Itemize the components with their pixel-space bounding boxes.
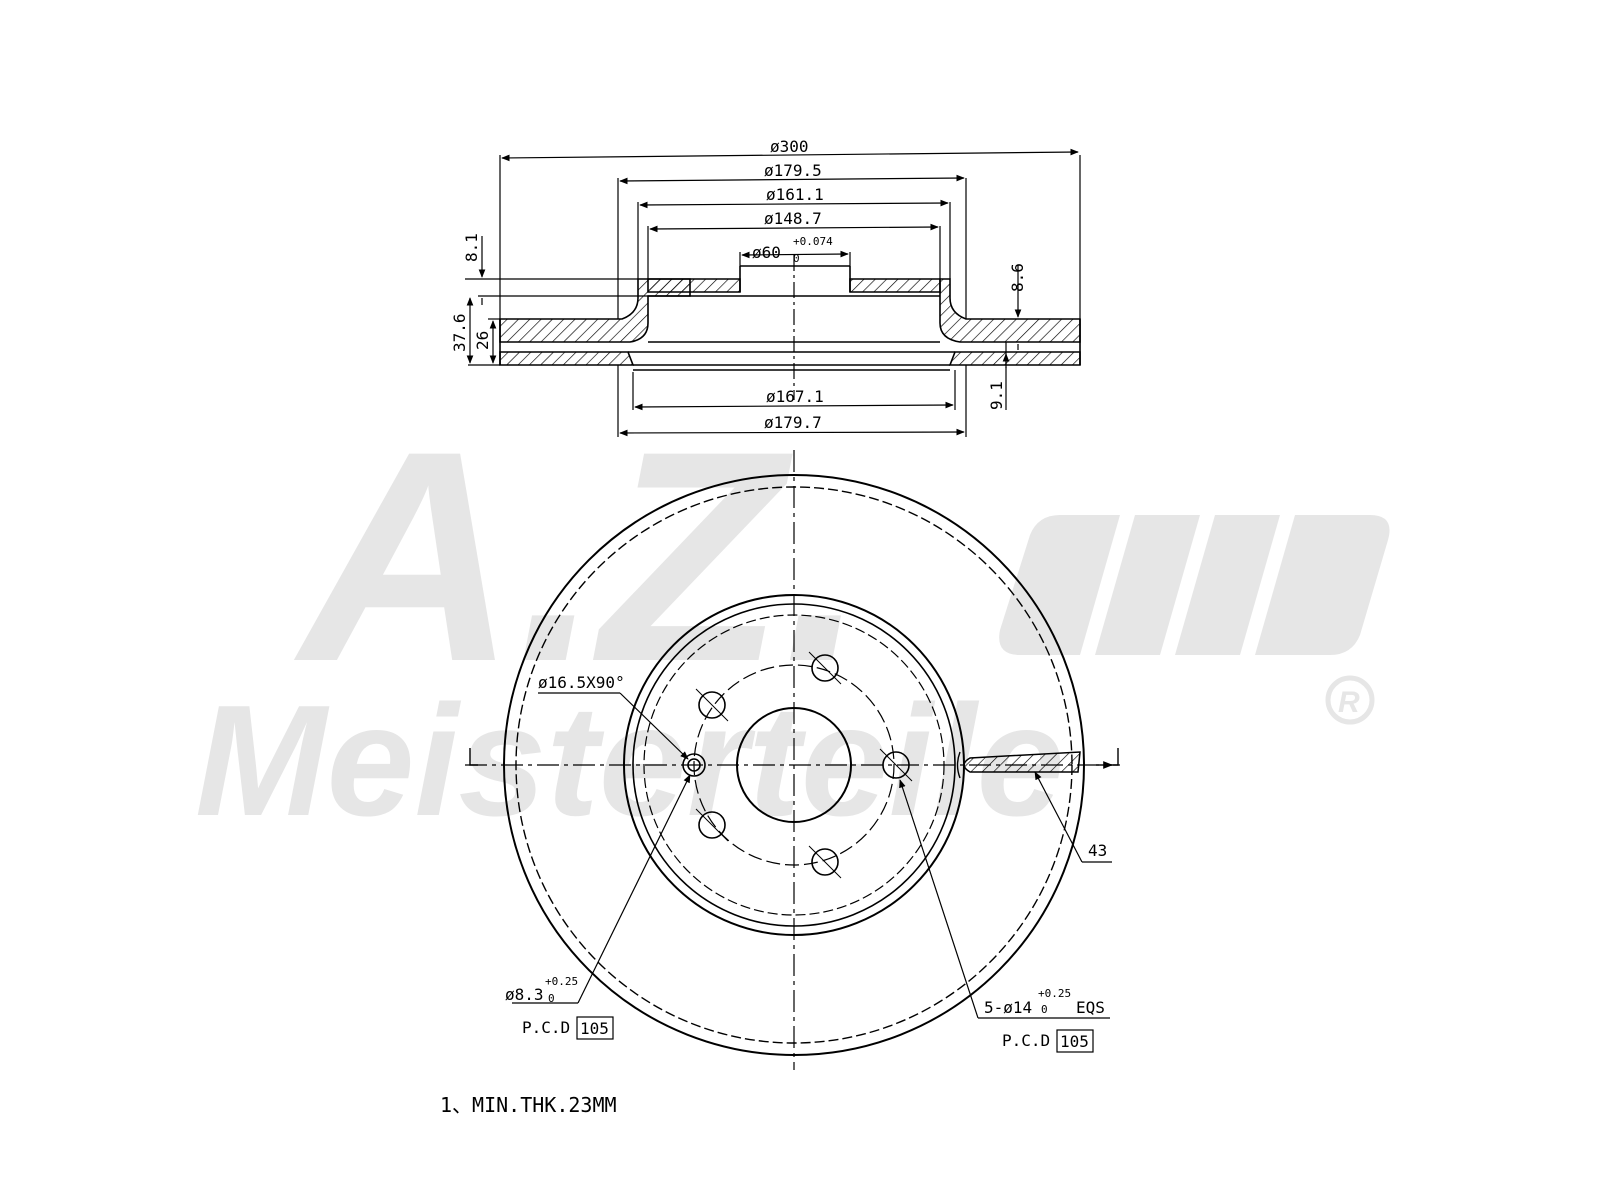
watermark: A.Z. Meisterteile R (195, 388, 1390, 849)
watermark-brand: Meisterteile (195, 673, 1064, 849)
watermark-stripes (999, 515, 1390, 655)
pcd-box-left (576, 1016, 614, 1040)
section-hatching (499, 278, 1081, 366)
center-bore (736, 707, 852, 823)
dim-bore-tol-upper: +0.074 (793, 235, 833, 248)
dim-161-diameter: ø161.1 (766, 185, 824, 204)
pcd-value-left: 105 (580, 1019, 609, 1038)
pcd-value-right: 105 (1060, 1032, 1089, 1051)
dim-friction-ring-top: 8.6 (1008, 263, 1027, 292)
min-thickness-note: 1、MIN.THK.23MM (440, 1093, 617, 1117)
pcd-label-left: P.C.D (522, 1018, 570, 1037)
diameter-labels: ø300 ø179.5 ø161.1 ø148.7 ø60 +0.074 0 ø… (752, 137, 833, 432)
bolt-holes (695, 651, 913, 879)
dim-disc-thickness: 26 (473, 331, 492, 350)
diameter-dimensions (499, 148, 1081, 437)
bolt-hole-5 (808, 845, 842, 879)
bolt-holes-tol-lower: 0 (1041, 1003, 1048, 1016)
pcd-circle (693, 664, 895, 866)
bolt-holes-suffix: EQS (1076, 998, 1105, 1017)
dim-outer-diameter: ø300 (770, 137, 809, 156)
bolt-hole-3 (695, 688, 729, 722)
disc-outer-edge (503, 474, 1085, 1056)
dim-friction-ring-bottom: 9.1 (987, 381, 1006, 410)
dim-hat-thickness: 8.1 (462, 233, 481, 262)
locating-hole (682, 753, 706, 777)
leaders (512, 692, 1112, 1019)
dim-167-diameter: ø167.1 (766, 387, 824, 406)
vent-width-label: 43 (1088, 841, 1107, 860)
small-hole-tol-lower: 0 (548, 992, 555, 1005)
pcd-label-right: P.C.D (1002, 1031, 1050, 1050)
dim-bore-tol-lower: 0 (793, 252, 800, 265)
countersink-label: ø16.5X90° (538, 673, 625, 692)
small-hole-tol-upper: +0.25 (545, 975, 578, 988)
vent-slot (956, 751, 1081, 779)
dim-179-7-diameter: ø179.7 (764, 413, 822, 432)
front-view: ø16.5X90° ø8.3 +0.25 0 P.C.D 105 5-ø14 +… (465, 450, 1120, 1070)
bolt-hole-4 (695, 808, 729, 842)
dim-total-height: 37.6 (450, 313, 469, 352)
small-hole-label: ø8.3 (505, 985, 544, 1004)
thickness-dimensions-right (1002, 265, 1022, 410)
thickness-dimensions-left (465, 236, 648, 366)
registered-icon: R (1325, 675, 1375, 725)
dim-hat-outer-diameter: ø179.5 (764, 161, 822, 180)
hat-inner (643, 614, 945, 916)
section-cut-markers (469, 748, 1119, 769)
svg-text:R: R (1338, 686, 1360, 719)
side-view: ø300 ø179.5 ø161.1 ø148.7 ø60 +0.074 0 ø… (450, 137, 1081, 437)
bolt-hole-1 (879, 748, 913, 782)
dim-bore-diameter: ø60 (752, 243, 781, 262)
pcd-box-right (1056, 1029, 1094, 1053)
dim-148-diameter: ø148.7 (764, 209, 822, 228)
hat-middle (632, 603, 956, 927)
bolt-hole-2 (808, 651, 842, 685)
bolt-holes-label: 5-ø14 (984, 998, 1032, 1017)
bolt-holes-tol-upper: +0.25 (1038, 987, 1071, 1000)
